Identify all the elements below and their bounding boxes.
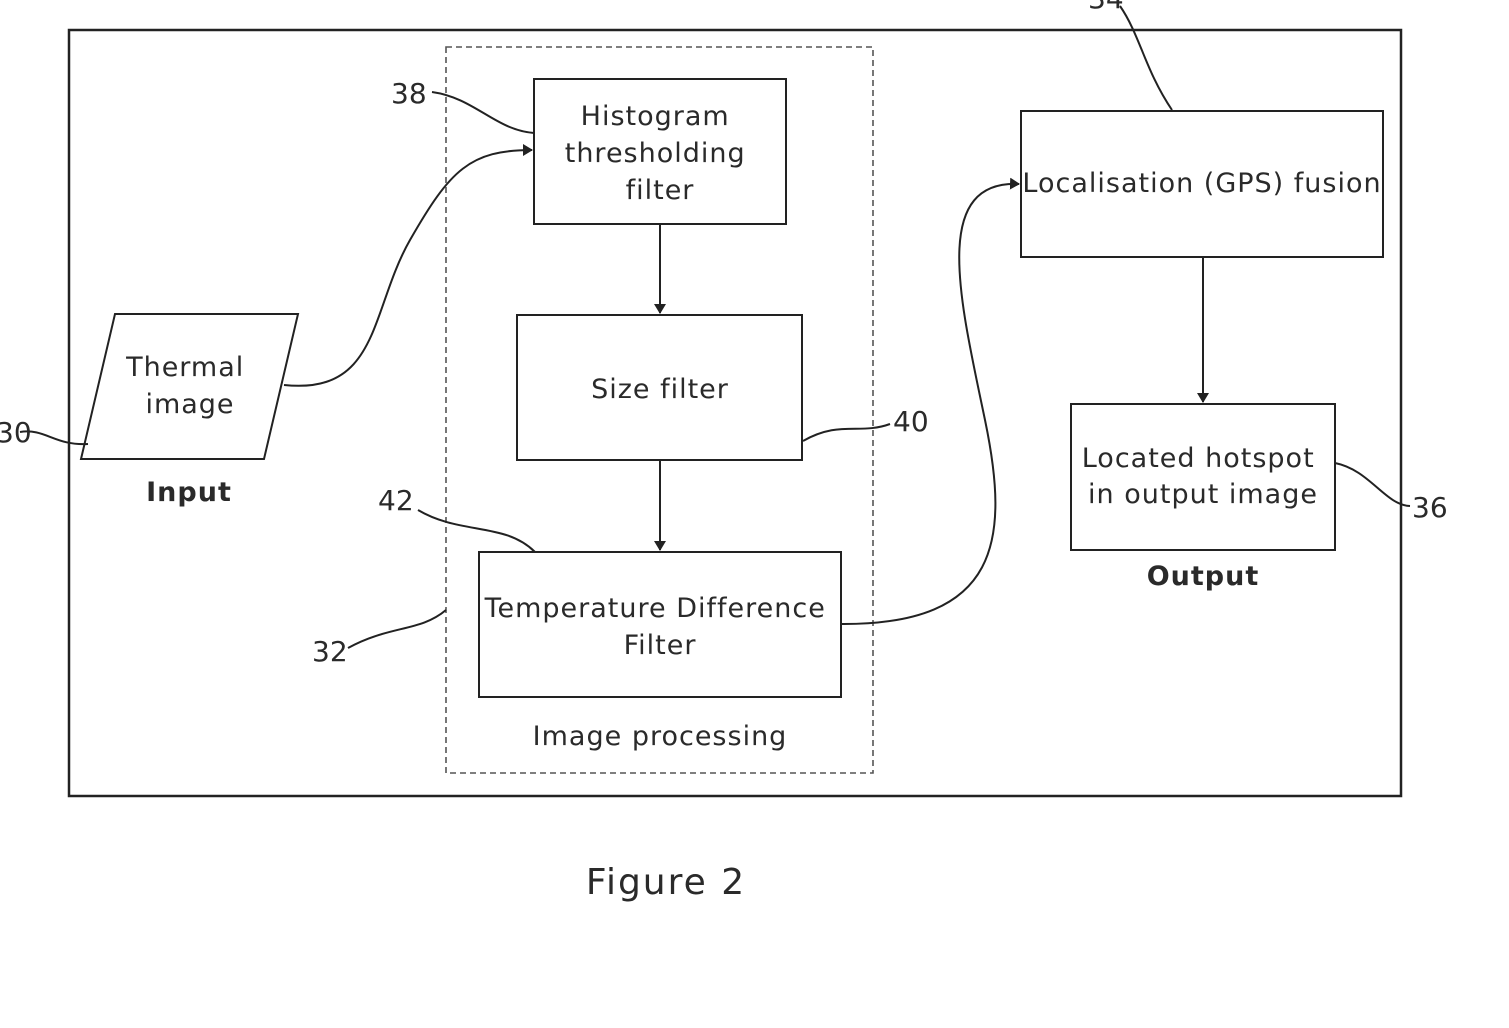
input-label: Input <box>146 477 232 508</box>
leader-38 <box>432 92 534 133</box>
ref-30: 30 <box>0 416 32 449</box>
hotspot-line-2: in output image <box>1088 479 1318 510</box>
leader-32 <box>348 610 446 648</box>
output-label: Output <box>1147 561 1260 592</box>
size-filter-line-1: Size filter <box>591 374 729 405</box>
temperature-filter-block <box>479 552 841 697</box>
arrow-thermal-to-histogram <box>284 150 532 386</box>
leader-34 <box>1120 6 1172 110</box>
thermal-image-block <box>81 314 298 459</box>
located-hotspot-block <box>1071 404 1335 550</box>
histogram-line-1: Histogram <box>581 101 730 132</box>
localisation-line-1: Localisation (GPS) fusion <box>1022 168 1381 199</box>
ref-34: 34 <box>1088 0 1124 15</box>
ref-32: 32 <box>312 635 348 668</box>
thermal-image-line-2: image <box>145 389 234 420</box>
temperature-line-2: Filter <box>624 630 697 661</box>
leader-42 <box>418 510 535 552</box>
image-processing-label: Image processing <box>533 721 788 752</box>
ref-40: 40 <box>893 405 929 438</box>
hotspot-line-1: Located hotspot <box>1082 443 1315 474</box>
histogram-line-3: filter <box>626 175 695 206</box>
thermal-image-line-1: Thermal <box>125 352 244 383</box>
arrow-temperature-to-localisation <box>841 184 1019 624</box>
ref-38: 38 <box>391 77 427 110</box>
size-filter-text: Size filter <box>591 374 729 405</box>
figure-caption: Figure 2 <box>586 862 746 903</box>
histogram-line-2: thresholding <box>565 138 746 169</box>
temperature-line-1: Temperature Difference <box>484 593 826 624</box>
leader-40 <box>803 424 890 441</box>
localisation-fusion-text: Localisation (GPS) fusion <box>1022 168 1381 199</box>
leader-36 <box>1335 463 1410 506</box>
ref-42: 42 <box>378 484 414 517</box>
ref-36: 36 <box>1412 491 1448 524</box>
